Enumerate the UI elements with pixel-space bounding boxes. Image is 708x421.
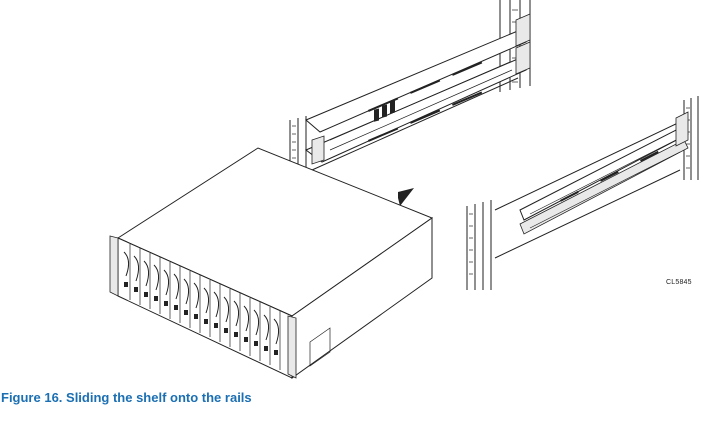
illustration-code: CL5845 <box>666 279 692 286</box>
figure-illustration: CL5845 <box>0 0 708 380</box>
rack-rails-lower <box>467 96 698 290</box>
figure-caption: Figure 16. Sliding the shelf onto the ra… <box>1 390 252 405</box>
illustration-svg: CL5845 <box>0 0 708 380</box>
storage-shelf <box>110 148 432 378</box>
rack-rails-upper <box>290 0 530 184</box>
